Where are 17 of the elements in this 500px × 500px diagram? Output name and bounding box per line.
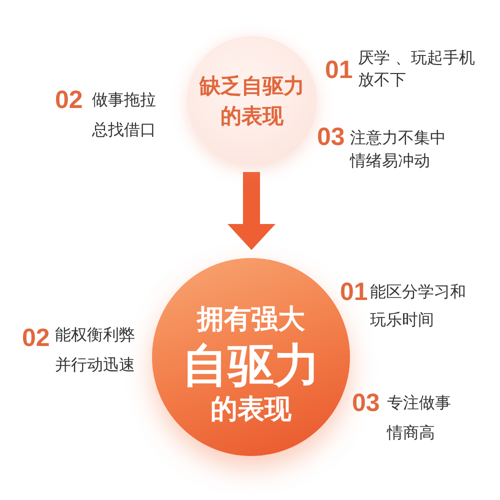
item-text: 厌学 、玩起手机放不下 (358, 47, 476, 91)
item-number: 02 (55, 85, 83, 115)
item-text: 做事拖拉总找借口 (92, 89, 157, 141)
item-number: 01 (325, 55, 353, 85)
item-text: 能权衡利弊并行动迅速 (55, 324, 136, 376)
item-number: 02 (22, 323, 50, 353)
item-number: 01 (340, 277, 368, 307)
circle-title: 自驱力 (182, 338, 320, 392)
item-text: 能区分学习和玩乐时间 (370, 281, 467, 331)
item-number: 03 (352, 388, 380, 418)
item-number: 03 (317, 122, 345, 152)
item-text: 专注做事情商高 (387, 392, 452, 444)
circle-title: 的表现 (210, 393, 292, 427)
circle-title: 拥有强大 (197, 303, 305, 337)
down-arrow (228, 172, 276, 250)
circle-title: 缺乏自驱力的表现 (198, 73, 306, 130)
item-text: 注意力不集中情绪易冲动 (350, 127, 447, 172)
